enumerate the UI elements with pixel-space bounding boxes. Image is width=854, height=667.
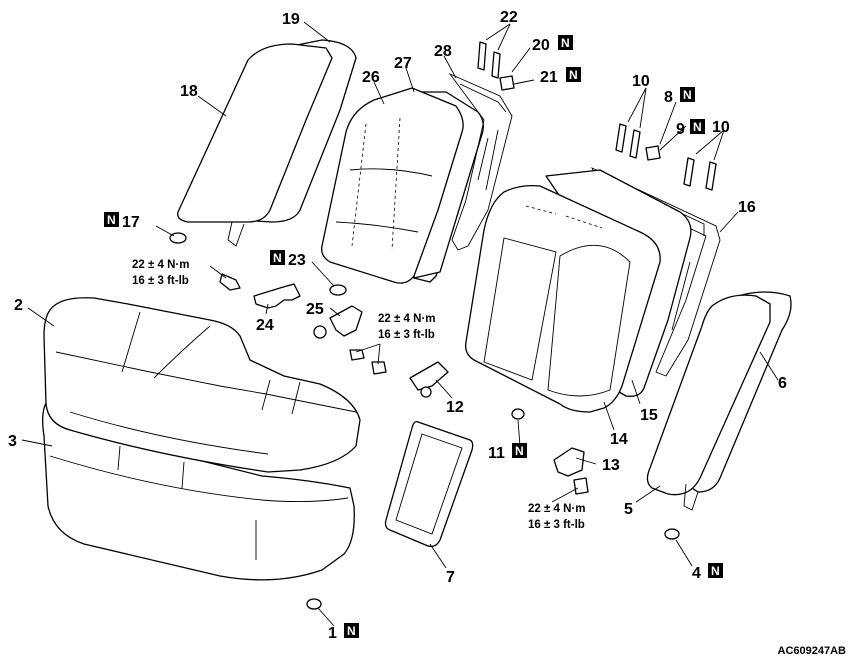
svg-text:N: N — [683, 88, 692, 102]
callout-10-left: 10 — [632, 73, 650, 90]
callout-26: 26 — [362, 69, 380, 86]
fasteners — [169, 41, 717, 610]
seat-cushion-assembly — [42, 297, 361, 581]
callout-21: 21 N — [540, 67, 581, 86]
seatback-right-assembly — [465, 167, 721, 413]
callout-9: 9 N — [676, 119, 705, 138]
svg-text:11: 11 — [488, 445, 505, 462]
svg-text:N: N — [711, 564, 720, 578]
svg-text:16 ± 3 ft-lb: 16 ± 3 ft-lb — [378, 329, 435, 341]
callout-25: 25 — [306, 301, 324, 318]
seatback-side-bolster-right — [646, 291, 792, 511]
svg-text:23: 23 — [288, 252, 306, 269]
callout-4: 4 N — [692, 563, 723, 582]
svg-text:16 ± 3 ft-lb: 16 ± 3 ft-lb — [528, 519, 585, 531]
torque-spec-left: 22 ± 4 N·m 16 ± 3 ft-lb — [132, 259, 189, 287]
seat-cushion-panel — [384, 420, 474, 548]
callout-19: 19 — [282, 11, 300, 28]
svg-text:1: 1 — [328, 625, 337, 642]
svg-text:22 ± 4 N·m: 22 ± 4 N·m — [378, 313, 435, 325]
svg-text:17: 17 — [122, 214, 140, 231]
svg-text:22 ± 4 N·m: 22 ± 4 N·m — [528, 503, 585, 515]
callout-18: 18 — [180, 83, 198, 100]
svg-text:N: N — [107, 213, 116, 227]
callout-12: 12 — [446, 399, 464, 416]
callout-22: 22 — [500, 9, 518, 26]
callout-1: 1 N — [328, 623, 359, 642]
svg-text:20: 20 — [532, 37, 550, 54]
svg-text:N: N — [515, 444, 524, 458]
callout-28: 28 — [434, 43, 452, 60]
svg-text:N: N — [273, 251, 282, 265]
callout-10-right: 10 — [712, 119, 730, 136]
svg-text:N: N — [347, 624, 356, 638]
mounting-brackets — [253, 283, 585, 477]
svg-text:N: N — [693, 120, 702, 134]
callout-2: 2 — [14, 297, 23, 314]
torque-spec-center: 22 ± 4 N·m 16 ± 3 ft-lb — [378, 313, 435, 341]
callout-6: 6 — [778, 375, 787, 392]
callout-27: 27 — [394, 55, 412, 72]
torque-spec-right: 22 ± 4 N·m 16 ± 3 ft-lb — [528, 503, 585, 531]
svg-text:21: 21 — [540, 69, 558, 86]
seatback-left-assembly — [321, 72, 513, 284]
svg-text:8: 8 — [664, 89, 673, 106]
seatback-side-bolster-left — [177, 39, 357, 247]
callout-15: 15 — [640, 407, 658, 424]
callout-17: N 17 — [104, 212, 140, 231]
svg-text:9: 9 — [676, 121, 685, 138]
callout-11: 11 N — [488, 443, 527, 462]
callout-8: 8 N — [664, 87, 695, 106]
callout-16: 16 — [738, 199, 756, 216]
callout-24: 24 — [256, 317, 274, 334]
svg-text:4: 4 — [692, 565, 701, 582]
callout-14: 14 — [610, 431, 628, 448]
callout-13: 13 — [602, 457, 620, 474]
callout-7: 7 — [446, 569, 455, 586]
callout-20: 20 N — [532, 35, 573, 54]
svg-text:16 ± 3 ft-lb: 16 ± 3 ft-lb — [132, 275, 189, 287]
svg-text:N: N — [569, 68, 578, 82]
svg-text:22 ± 4 N·m: 22 ± 4 N·m — [132, 259, 189, 271]
callout-5: 5 — [624, 501, 633, 518]
callout-23: N 23 — [270, 250, 306, 269]
leader-lines — [21, 21, 779, 627]
svg-text:N: N — [561, 36, 570, 50]
figure-id: AC609247AB — [778, 645, 847, 657]
callout-3: 3 — [8, 433, 17, 450]
